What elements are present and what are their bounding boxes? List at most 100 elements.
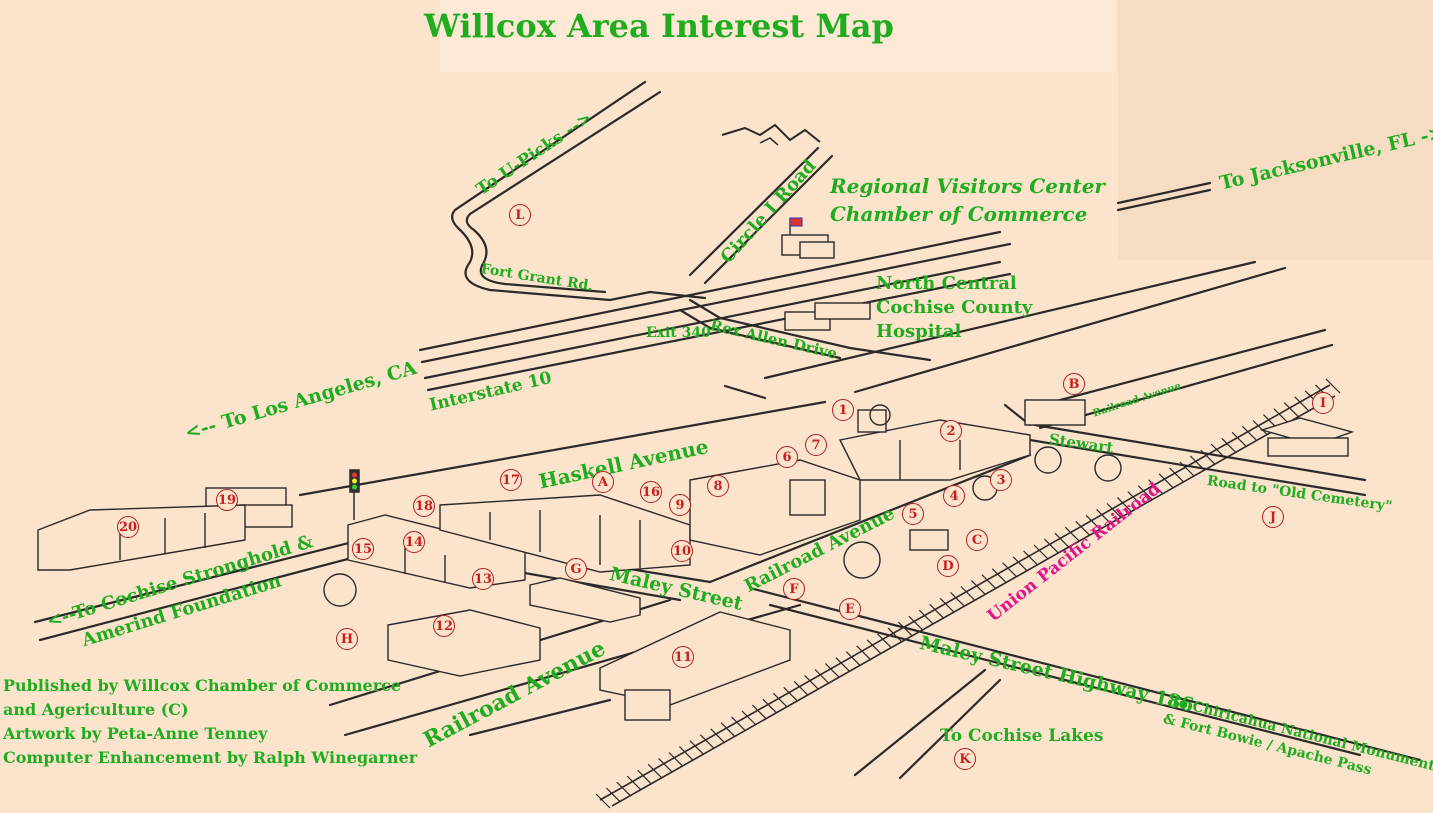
rail-tie [971,580,986,595]
rail-tie [856,645,872,661]
maley-highway-line-2 [768,603,1362,757]
rail-tie [887,627,903,643]
main-street-block-b [689,459,861,556]
building-d [909,529,949,551]
rail-tie [939,597,955,613]
stewart-line-2 [1028,438,1367,497]
rail-tie [960,586,976,601]
rail-tie [626,775,642,791]
rail-tie [1273,408,1289,424]
marker-d: D [937,555,959,577]
rail-tie [616,781,632,797]
rail-tie [741,710,757,726]
rail-tie [1096,509,1111,524]
marker-18: 18 [413,495,435,517]
marker-h: H [336,628,358,650]
building-i [1259,417,1355,457]
rex-allen-drive-line [688,298,932,362]
circle-i-road-line-2 [703,154,834,285]
main-street-block-c [838,419,1031,481]
rail-tie [1148,479,1164,495]
marker-c: C [966,529,988,551]
main-street-block-a [439,494,691,573]
rail-tie [950,592,965,607]
rail-tie [991,568,1007,584]
rail-tie [1127,491,1143,507]
cochise-lakes-road [853,668,987,777]
rail-tie [658,758,673,773]
maley-highway-line [748,586,1422,762]
haskell-avenue-line [298,400,827,497]
paper-fold-right [1118,0,1433,260]
rail-tie [1106,503,1122,518]
rail-tie [772,692,788,708]
label-to-cochise-lakes: To Cochise Lakes [940,726,1104,746]
rail-tie [606,787,621,803]
rail-tie [731,716,746,732]
rail-tie [1012,556,1028,572]
rail-tie [1033,544,1049,560]
marker-12: 12 [433,615,455,637]
credit-line-1: Published by Willcox Chamber of Commerce [3,676,402,695]
marker-g: G [565,558,587,580]
rail-tie [898,621,913,637]
marker-14: 14 [403,531,425,553]
interstate-10-line-3 [423,260,1002,380]
railroad-avenue-mid-line [708,453,1032,584]
rail-tie [1064,526,1080,542]
marker-b: B [1063,373,1085,395]
rail-tie [783,686,799,702]
rail-tie [1325,378,1341,394]
marker-17: 17 [500,469,522,491]
visitors-center-building [781,217,835,259]
rail-tie [689,740,705,756]
mountains-drawing [721,123,821,143]
rail-tie [1210,443,1226,459]
rail-tie [918,609,934,625]
marker-4: 4 [943,485,965,507]
road-ne-2 [853,266,1287,394]
road-ne-3 [1028,328,1327,410]
rail-tie [845,651,861,667]
stewart-line [1033,423,1367,482]
label-hospital-1: North Central [876,273,1017,294]
building-11-depot [599,611,791,721]
building-20-row [37,504,246,571]
marker-19: 19 [216,489,238,511]
marker-f: F [783,578,805,600]
cochise-lakes-road-2 [898,678,1002,780]
rail-tie [1252,420,1268,435]
marker-13: 13 [472,568,494,590]
rail-tie [1179,461,1195,477]
rail-tie [710,728,726,744]
rail-tie [1283,402,1299,418]
rail-tie [835,657,851,673]
rail-tie [1117,497,1132,512]
credit-line-4: Computer Enhancement by Ralph Winegarner [3,748,418,767]
rail-tie [1242,426,1257,441]
rail-tie [1085,514,1101,530]
marker-5: 5 [902,503,924,525]
to-jacksonville-line [1116,181,1212,205]
rail-tie [866,639,882,655]
rail-tie [1169,467,1184,483]
marker-20: 20 [117,516,139,538]
interstate-10-line [418,230,1002,352]
rex-allen-drive-line-2 [678,308,842,360]
rail-tie [637,769,653,785]
rail-tie [720,722,736,738]
marker-9: 9 [669,494,691,516]
paper-fold-top [440,0,1115,72]
road-ne-4 [1038,343,1334,430]
rail-tie [752,704,767,720]
road-ne-1 [763,260,1257,380]
rail-tie [814,669,830,684]
label-visitors-center-2: Chamber of Commerce [830,202,1088,226]
marker-i: I [1312,392,1334,414]
interstate-10-line-2 [420,242,1012,364]
rail-tie [1002,562,1018,578]
marker-8: 8 [707,475,729,497]
label-visitors-center-1: Regional Visitors Center [830,174,1105,198]
